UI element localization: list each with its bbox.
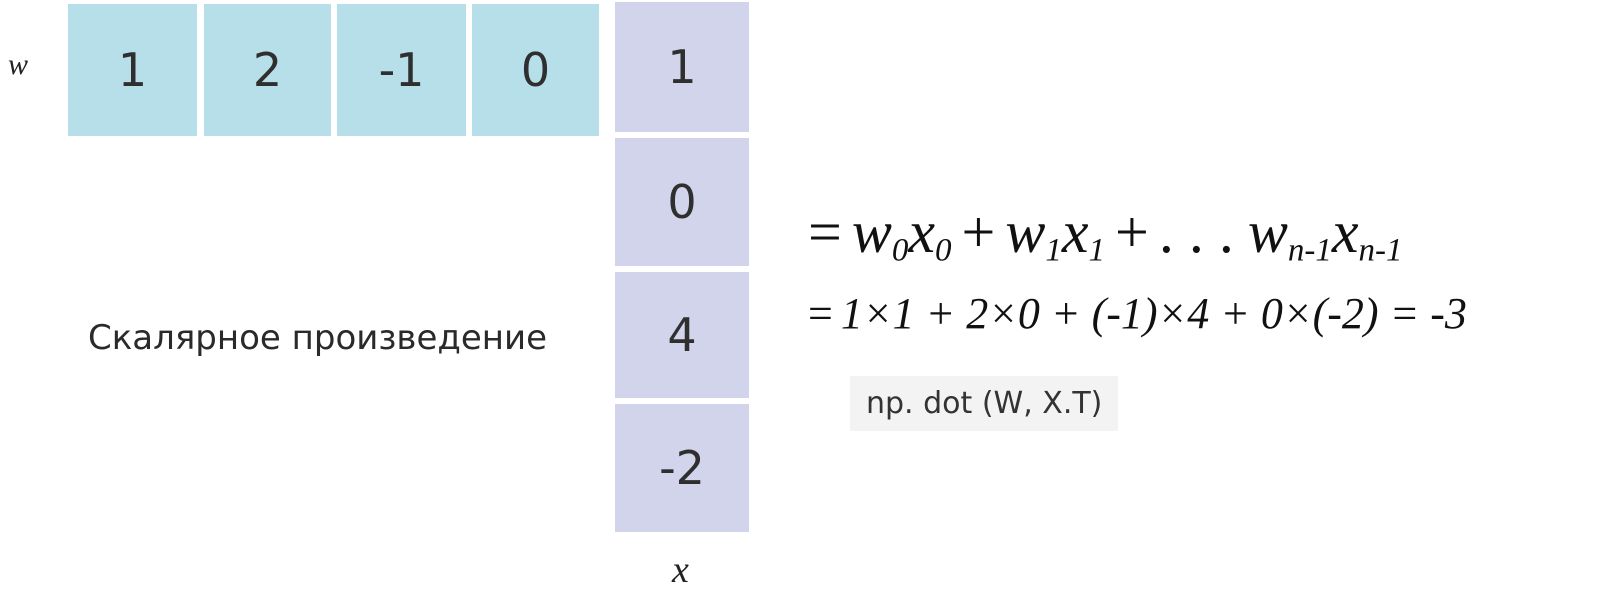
w-cell-2: -1 bbox=[337, 4, 466, 136]
w-cell-1: 2 bbox=[204, 4, 331, 136]
w-cell-3: 0 bbox=[472, 4, 599, 136]
computation-text: 1×1 + 2×0 + (-1)×4 + 0×(-2) = -3 bbox=[840, 289, 1467, 338]
x-cell-3: -2 bbox=[615, 404, 749, 532]
x-cell-1: 0 bbox=[615, 138, 749, 266]
numpy-code-snippet: np. dot (W, X.T) bbox=[850, 376, 1119, 431]
x-vector-label: x bbox=[672, 549, 689, 591]
dot-product-caption: Скалярное произведение bbox=[88, 318, 548, 358]
w-vector-label: w bbox=[8, 48, 29, 81]
general-formula: =w0x0+w1x1+. . .wn-1xn-1 bbox=[808, 199, 1403, 269]
w-cell-0: 1 bbox=[68, 4, 197, 136]
numeric-computation: =1×1 + 2×0 + (-1)×4 + 0×(-2) = -3 bbox=[808, 289, 1467, 338]
x-cell-2: 4 bbox=[615, 272, 749, 398]
x-cell-0: 1 bbox=[615, 2, 749, 132]
